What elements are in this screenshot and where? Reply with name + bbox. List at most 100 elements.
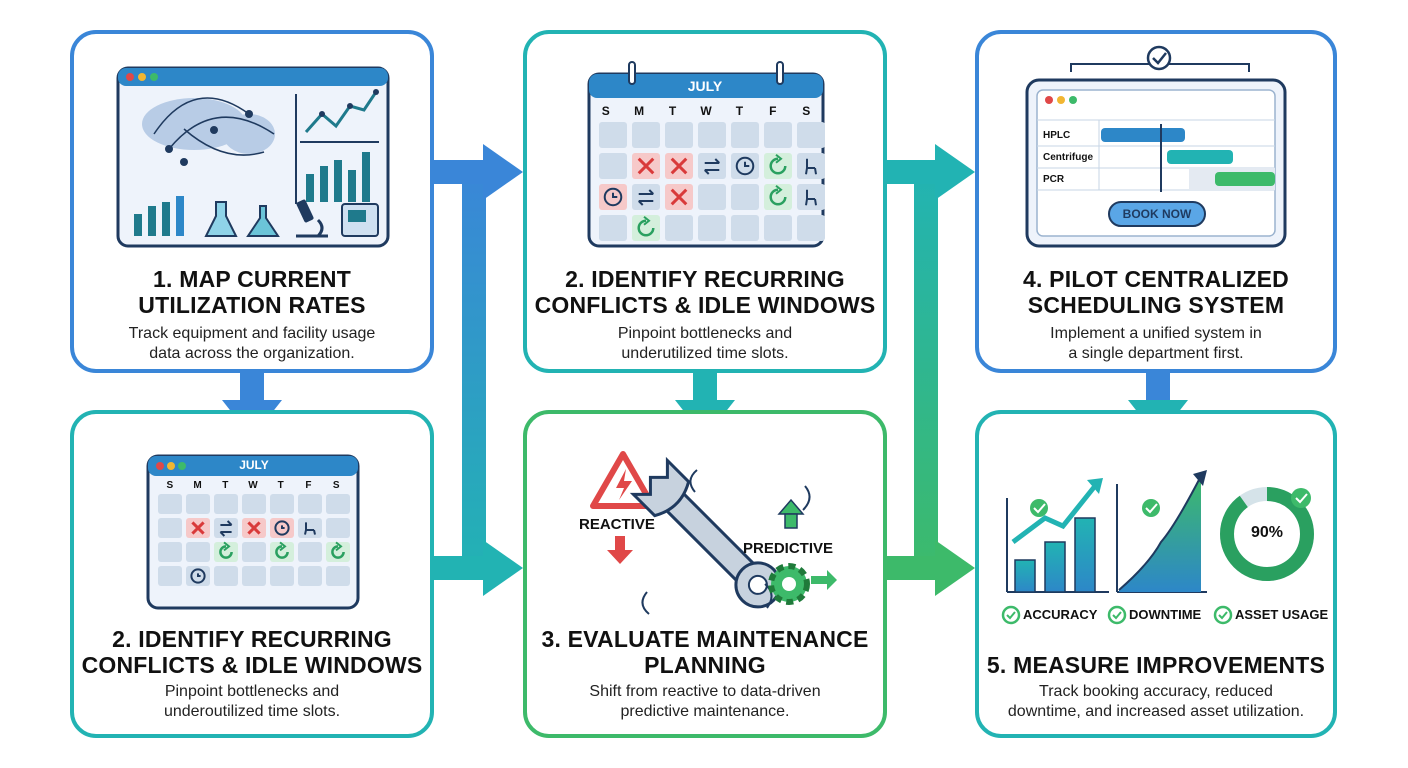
connector-line-right: [914, 170, 938, 578]
chair-icon: [304, 522, 316, 535]
down-arrow-icon: [607, 536, 633, 564]
conflict-icon: [670, 157, 688, 175]
calendar-cell: [158, 542, 182, 562]
clock-icon: [735, 156, 755, 176]
flask-icon: [204, 201, 280, 237]
step2-bottom-calendar: [146, 454, 360, 610]
refresh-icon: [331, 545, 345, 559]
pcr-booking-bar: [1215, 172, 1275, 186]
resource-label-pcr: PCR: [1043, 174, 1065, 185]
weekday-label: F: [305, 480, 312, 491]
step4-title: 4. PILOT CENTRALIZED SCHEDULING SYSTEM: [1023, 266, 1289, 318]
calendar-cell: [764, 153, 792, 179]
growth-area-chart-icon: [1116, 470, 1207, 593]
centrifuge-booking-bar: [1167, 150, 1233, 164]
step2-top-title: 2. IDENTIFY RECURRING CONFLICTS & IDLE W…: [534, 266, 876, 318]
weekday-label: T: [735, 104, 744, 118]
calendar-cell: [298, 518, 322, 538]
chair-icon: [805, 158, 817, 175]
step4-illustration: [1025, 45, 1287, 248]
step5-description: Track booking accuracy, reduced downtime…: [1007, 683, 1305, 720]
calendar-cell: [270, 566, 294, 586]
calendar-cell: [326, 542, 350, 562]
weekday-label: S: [332, 480, 340, 491]
refresh-icon: [637, 219, 655, 237]
predictive-label: PREDICTIVE: [743, 540, 834, 557]
metric-downtime: DOWNTIME: [1129, 607, 1202, 622]
weekday-label: T: [668, 104, 677, 118]
calendar-cell: [764, 215, 792, 241]
calendar-cell: [632, 215, 660, 241]
resource-label-centrifuge: Centrifuge: [1043, 152, 1093, 163]
clock-icon: [274, 520, 290, 536]
lab-instrument-icon: [341, 203, 379, 237]
calendar-cell: [270, 542, 294, 562]
utilization-gauge-icon: [1220, 487, 1314, 581]
calendar-cell: [242, 494, 266, 514]
step1-card: 1. MAP CURRENT UTILIZATION RATES Track e…: [70, 30, 434, 373]
step2-top-weekdays: S M T W T F S: [589, 104, 823, 118]
calendar-cell: [298, 542, 322, 562]
step5-illustration: [1001, 470, 1314, 625]
calendar-cell: [214, 566, 238, 586]
conflict-icon: [191, 521, 205, 535]
calendar-cell: [764, 122, 792, 148]
metric-check-icons: [1001, 605, 1233, 625]
clock-icon: [603, 187, 623, 207]
calendar-cell: [214, 542, 238, 562]
clock-icon: [190, 568, 206, 584]
swap-icon: [704, 158, 720, 175]
down-connector-1: [240, 372, 264, 404]
calendar-cell: [158, 566, 182, 586]
book-now-button[interactable]: BOOK NOW: [1122, 207, 1192, 221]
reactive-label: REACTIVE: [579, 516, 655, 533]
step5-title: 5. MEASURE IMPROVEMENTS: [986, 652, 1326, 678]
arrow-to-step5: [935, 540, 975, 596]
step2-bottom-title: 2. IDENTIFY RECURRING CONFLICTS & IDLE W…: [81, 626, 423, 678]
calendar-cell: [797, 184, 825, 210]
refresh-icon: [769, 188, 787, 206]
up-arrow-icon: [777, 498, 805, 529]
metric-accuracy: ACCURACY: [1023, 607, 1098, 622]
calendar-cell: [186, 542, 210, 562]
step2-top-description: Pinpoint bottlenecks and underutilized t…: [617, 325, 793, 362]
calendar-cell: [632, 184, 660, 210]
calendar-cell: [214, 518, 238, 538]
small-bar-chart-icon: [134, 196, 184, 236]
step1-description: Track equipment and facility usage data …: [128, 325, 376, 362]
calendar-cell: [599, 215, 627, 241]
bar-chart-icon: [306, 152, 370, 202]
swap-icon: [638, 189, 654, 206]
gear-icon: [768, 563, 837, 605]
weekday-label: M: [193, 480, 202, 491]
calendar-cell: [731, 122, 759, 148]
calendar-cell: [632, 122, 660, 148]
conflict-icon: [247, 521, 261, 535]
calendar-cell: [665, 122, 693, 148]
calendar-cell: [698, 184, 726, 210]
calendar-cell: [764, 184, 792, 210]
line-chart-icon: [300, 89, 379, 143]
calendar-cell: [326, 494, 350, 514]
calendar-cell: [797, 215, 825, 241]
growth-bar-chart-icon: [1006, 478, 1109, 593]
calendar-cell: [186, 494, 210, 514]
calendar-cell: [242, 566, 266, 586]
swap-icon: [219, 520, 233, 537]
calendar-cell: [599, 122, 627, 148]
calendar-cell: [326, 518, 350, 538]
wrench-icon: [629, 456, 782, 609]
calendar-cell: [158, 518, 182, 538]
connector-line-left: [462, 170, 486, 578]
calendar-cell: [698, 122, 726, 148]
refresh-icon: [275, 545, 289, 559]
check-icon: [1146, 45, 1172, 71]
step1-illustration: [116, 66, 390, 248]
calendar-cell: [214, 494, 238, 514]
calendar-cell: [797, 122, 825, 148]
calendar-cell: [242, 542, 266, 562]
weekday-label: T: [277, 480, 284, 491]
weekday-label: F: [769, 104, 777, 118]
conflict-icon: [670, 188, 688, 206]
chair-icon: [805, 189, 817, 206]
